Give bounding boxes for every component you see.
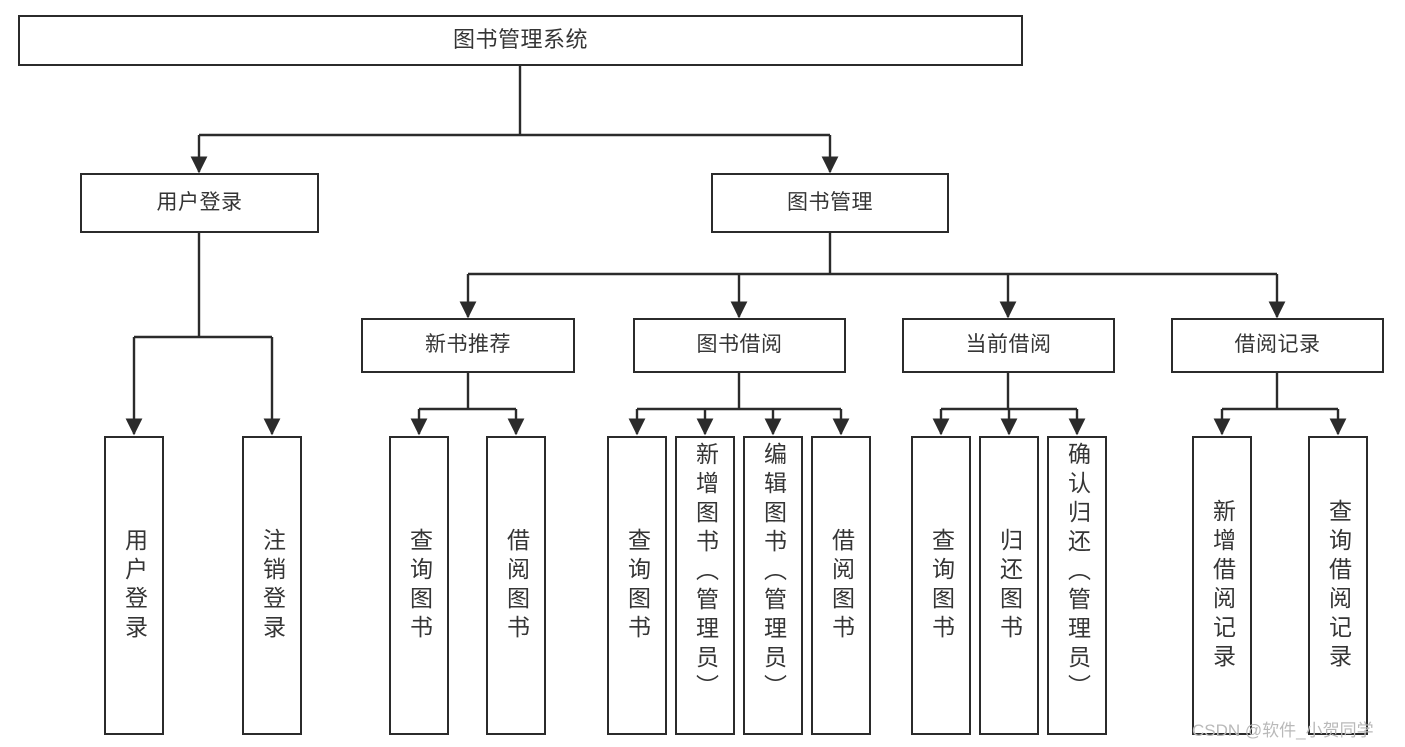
leaf-record-add-record-label: 新增借阅记录	[1209, 498, 1236, 673]
node-book-borrow-label: 图书借阅	[696, 333, 783, 357]
leaf-current-confirm-return-admin[interactable]: 确认归还（管理员）	[1047, 436, 1107, 735]
leaf-new-book-query[interactable]: 查询图书	[389, 436, 449, 735]
node-new-book-recommend-label: 新书推荐	[425, 333, 511, 357]
leaf-borrow-query-book-label: 查询图书	[624, 527, 651, 644]
leaf-new-book-borrow[interactable]: 借阅图书	[486, 436, 546, 735]
leaf-current-confirm-return-admin-label: 确认归还（管理员）	[1064, 442, 1091, 703]
leaf-user-login-logout[interactable]: 注销登录	[242, 436, 302, 735]
leaf-borrow-edit-book-admin-label: 编辑图书（管理员）	[760, 442, 787, 703]
node-user-login-label: 用户登录	[156, 190, 243, 214]
node-current-borrow[interactable]: 当前借阅	[902, 318, 1115, 373]
leaf-current-return-book-label: 归还图书	[996, 527, 1023, 644]
leaf-borrow-edit-book-admin[interactable]: 编辑图书（管理员）	[743, 436, 803, 735]
node-current-borrow-label: 当前借阅	[965, 333, 1052, 357]
node-book-borrow[interactable]: 图书借阅	[633, 318, 846, 373]
node-book-management[interactable]: 图书管理	[711, 173, 949, 233]
node-borrow-record[interactable]: 借阅记录	[1171, 318, 1384, 373]
leaf-user-login-logout-label: 注销登录	[259, 527, 286, 644]
leaf-current-return-book[interactable]: 归还图书	[979, 436, 1039, 735]
node-new-book-recommend[interactable]: 新书推荐	[361, 318, 575, 373]
leaf-user-login-login-label: 用户登录	[121, 527, 148, 644]
node-book-management-label: 图书管理	[787, 190, 873, 214]
leaf-new-book-borrow-label: 借阅图书	[503, 527, 530, 644]
node-root-system-label: 图书管理系统	[452, 27, 588, 53]
node-user-login[interactable]: 用户登录	[80, 173, 319, 233]
leaf-record-query-record-label: 查询借阅记录	[1325, 498, 1352, 673]
leaf-borrow-borrow-book[interactable]: 借阅图书	[811, 436, 871, 735]
leaf-user-login-login[interactable]: 用户登录	[104, 436, 164, 735]
node-root-system[interactable]: 图书管理系统	[18, 15, 1023, 66]
leaf-borrow-query-book[interactable]: 查询图书	[607, 436, 667, 735]
leaf-current-query-book[interactable]: 查询图书	[911, 436, 971, 735]
leaf-current-query-book-label: 查询图书	[928, 527, 955, 644]
leaf-record-add-record[interactable]: 新增借阅记录	[1192, 436, 1252, 735]
leaf-borrow-add-book-admin[interactable]: 新增图书（管理员）	[675, 436, 735, 735]
node-borrow-record-label: 借阅记录	[1234, 333, 1321, 357]
leaf-new-book-query-label: 查询图书	[406, 527, 433, 644]
leaf-record-query-record[interactable]: 查询借阅记录	[1308, 436, 1368, 735]
leaf-borrow-add-book-admin-label: 新增图书（管理员）	[692, 442, 719, 703]
leaf-borrow-borrow-book-label: 借阅图书	[828, 527, 855, 644]
csdn-watermark: CSDN @软件_小贺同学	[1192, 721, 1374, 740]
